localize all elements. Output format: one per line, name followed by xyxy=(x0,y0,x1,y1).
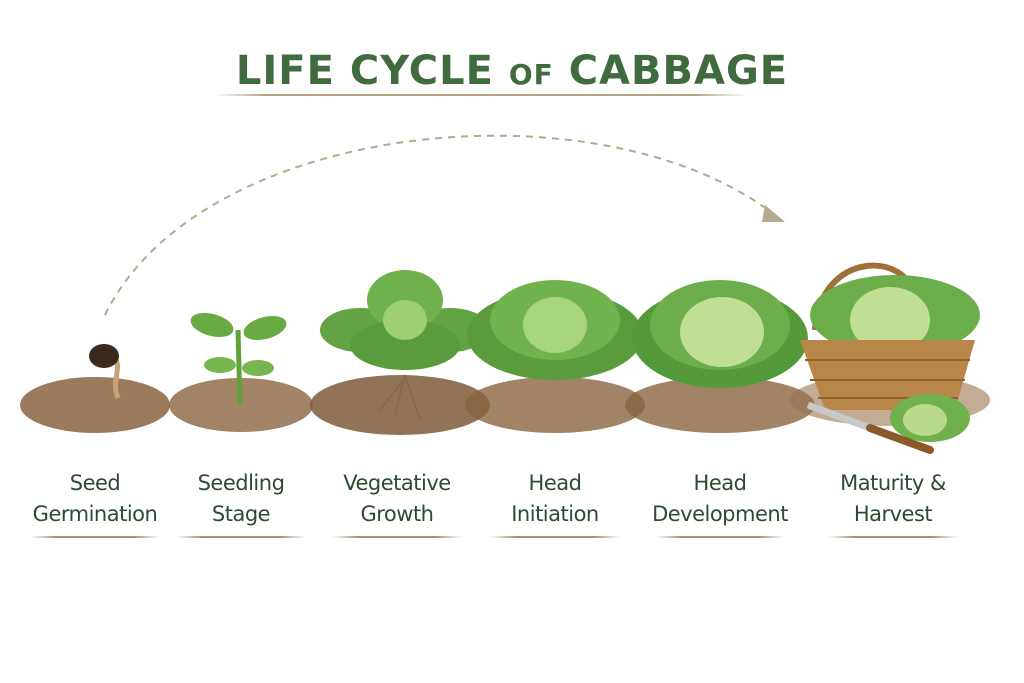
label-underline xyxy=(655,536,785,538)
title-part: OF xyxy=(508,58,554,91)
vegetative-growth-art xyxy=(320,270,490,421)
stage-label-line: Vegetative xyxy=(343,471,451,495)
stage-label-line: Germination xyxy=(32,502,158,526)
stage-label-line: Seed xyxy=(69,471,121,495)
arrowhead-icon xyxy=(762,205,785,222)
label-underline xyxy=(828,536,958,538)
stage-label-line: Head xyxy=(528,471,582,495)
stage-label-line: Development xyxy=(652,502,788,526)
seed-germination-art xyxy=(89,344,121,400)
stage-label-line: Stage xyxy=(211,502,271,526)
stage-label-maturity-harvest: Maturity & Harvest xyxy=(813,468,973,538)
stage-label-line: Maturity & xyxy=(840,471,946,495)
label-underline xyxy=(490,536,620,538)
cycle-arrow xyxy=(104,134,776,316)
title-part: LIFE CYCLE xyxy=(235,48,509,94)
stage-label-line: Growth xyxy=(360,502,434,526)
stage-label-line: Head xyxy=(693,471,747,495)
stage-label-line: Initiation xyxy=(511,502,599,526)
title-underline xyxy=(213,94,748,96)
head-initiation-art xyxy=(467,280,643,380)
page-title: LIFE CYCLE OF CABBAGE xyxy=(0,48,1024,94)
harvest-art xyxy=(800,262,980,454)
seedling-art xyxy=(190,312,287,406)
label-underline xyxy=(332,536,462,538)
title-part: CABBAGE xyxy=(553,48,789,94)
label-underline xyxy=(176,536,306,538)
head-development-art xyxy=(632,280,808,388)
stage-label-line: Seedling xyxy=(197,471,285,495)
label-underline xyxy=(30,536,160,538)
stage-label-line: Harvest xyxy=(853,502,933,526)
knife-icon xyxy=(806,401,872,432)
